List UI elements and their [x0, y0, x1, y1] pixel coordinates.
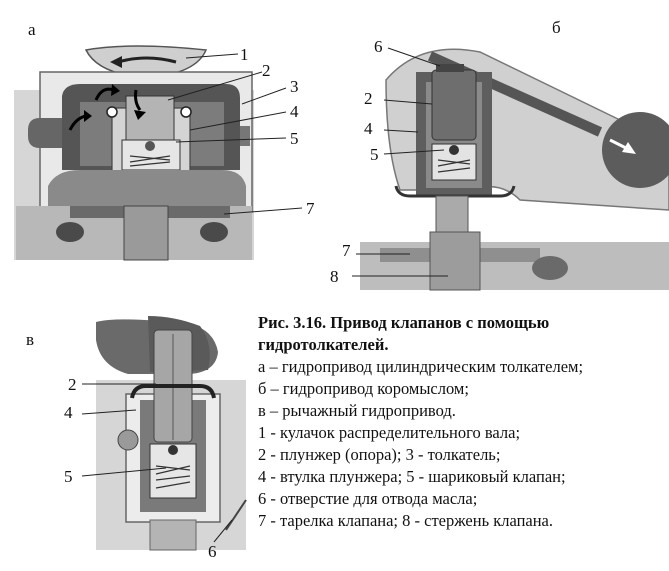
panel-a-drawing [14, 45, 303, 261]
caption-line: 2 - плунжер (опора); 3 - толкатель; [258, 445, 501, 464]
label-a-4: 4 [290, 102, 299, 121]
figure-caption: Рис. 3.16. Привод клапанов с помощью гид… [258, 312, 668, 532]
caption-title-line1: Рис. 3.16. Привод клапанов с помощью [258, 313, 550, 332]
label-c-4: 4 [64, 403, 73, 422]
label-a-3: 3 [290, 77, 299, 96]
panel-c-drawing [81, 316, 247, 551]
panel-letter-b: б [552, 18, 561, 37]
oil-hole-b [436, 64, 464, 72]
label-a-1: 1 [240, 45, 249, 64]
valve-retainer-b [380, 248, 430, 262]
ball-valve-c [168, 445, 178, 455]
plunger-a [125, 95, 175, 141]
valve-stem-b [429, 231, 481, 291]
tappet-lower-a [48, 170, 246, 206]
oil-feed-a [28, 118, 62, 148]
label-a-5: 5 [290, 129, 299, 148]
caption-line: 6 - отверстие для отвода масла; [258, 489, 478, 508]
caption-line: в – рычажный гидропривод. [258, 401, 456, 420]
label-c-6: 6 [208, 542, 217, 561]
label-a-2: 2 [262, 61, 271, 80]
oil-hole-c [225, 499, 247, 531]
panel-letter-a: а [28, 20, 36, 39]
label-b-5: 5 [370, 145, 379, 164]
cam-rotation-arrow-a [117, 56, 177, 64]
caption-line: 1 - кулачок распределительного вала; [258, 423, 521, 442]
label-c-2: 2 [68, 375, 77, 394]
ball-valve-b [449, 145, 459, 155]
label-c-5: 5 [64, 467, 73, 486]
panel-b-drawing [352, 47, 669, 291]
label-a-7: 7 [306, 199, 315, 218]
caption-line: а – гидропривод цилиндрическим толкателе… [258, 357, 584, 376]
ball-valve-a [145, 141, 155, 151]
label-b-4: 4 [364, 119, 373, 138]
caption-line: 4 - втулка плунжера; 5 - шариковый клапа… [258, 467, 566, 486]
plunger-b [431, 69, 477, 141]
label-b-8: 8 [330, 267, 339, 286]
camshaft-lobe-a [84, 45, 208, 79]
rocker-shaft-b [602, 112, 669, 188]
label-b-7: 7 [342, 241, 351, 260]
caption-line: 7 - тарелка клапана; 8 - стержень клапан… [258, 511, 554, 530]
caption-title-line2: гидротолкателей. [258, 335, 389, 354]
label-b-6: 6 [374, 37, 383, 56]
caption-line: б – гидропривод коромыслом; [258, 379, 469, 398]
label-b-2: 2 [364, 89, 373, 108]
panel-letter-c: в [26, 330, 35, 349]
